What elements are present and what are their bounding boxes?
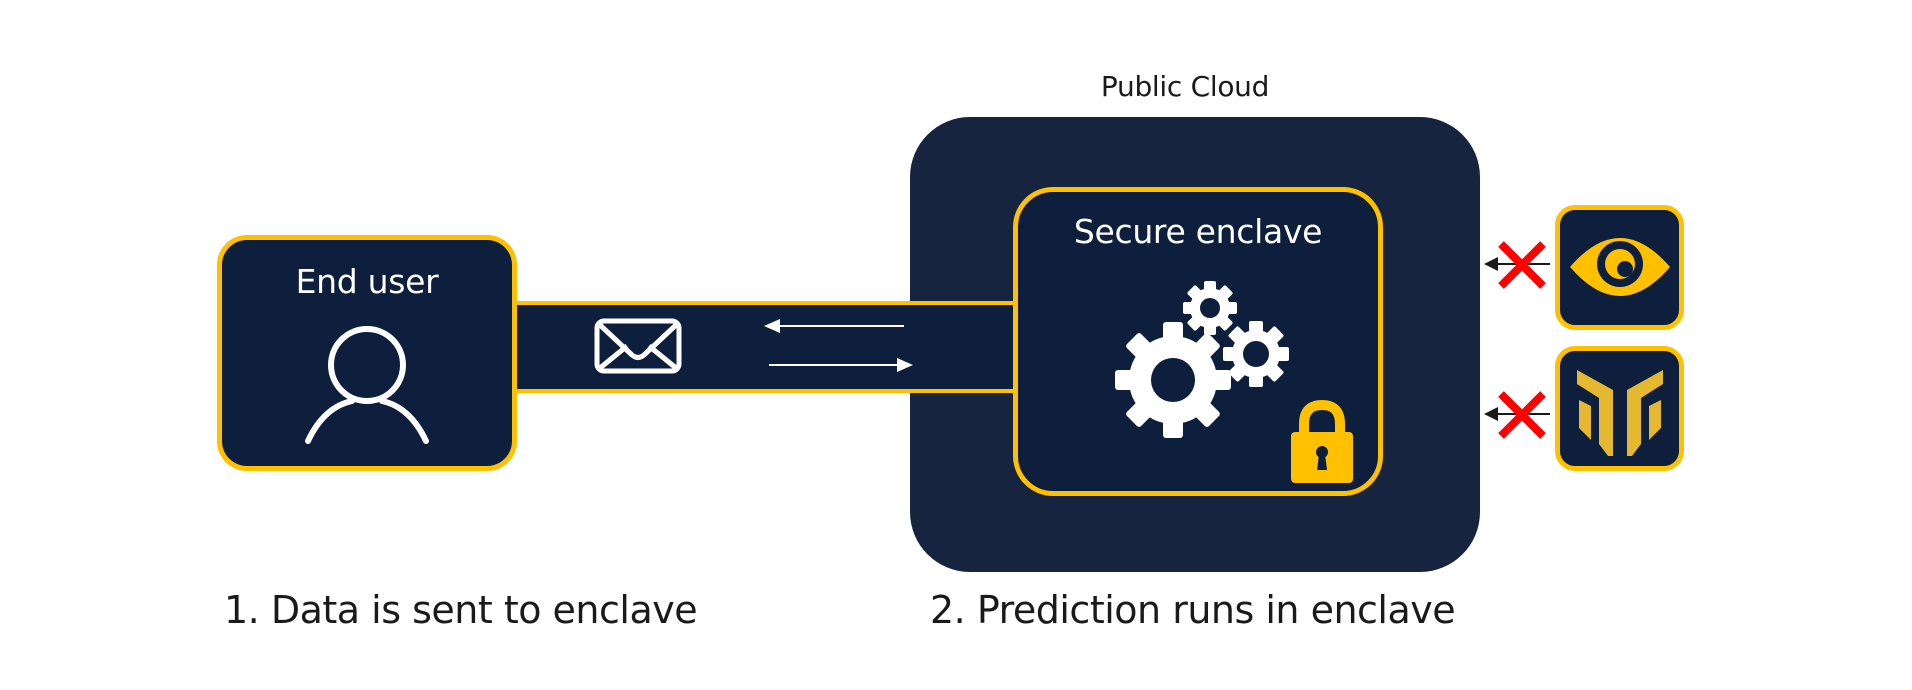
envelope-icon [594,318,682,374]
gear-medium [1223,321,1289,387]
end-user-title: End user [295,262,439,301]
step-2-caption: 2. Prediction runs in enclave [930,588,1456,632]
gear-large [1115,322,1231,438]
arrow-left-icon [764,319,904,333]
padlock-icon [1291,399,1353,483]
secure-enclave-title: Secure enclave [1073,212,1323,251]
blocked-arrow-2 [1484,391,1550,439]
end-user-box [217,235,517,471]
data-channel [514,301,1018,393]
step-1-caption: 1. Data is sent to enclave [224,588,698,632]
gear-small [1183,281,1237,335]
eye-icon [1570,238,1670,296]
blocked-x-icon [1498,391,1546,439]
threat-actor-box [1555,346,1684,471]
arrow-right-icon [769,358,913,372]
blocked-x-icon [1498,241,1546,289]
blocked-arrow-1 [1484,241,1550,289]
public-cloud-label: Public Cloud [1100,70,1270,103]
user-icon [305,326,429,444]
shield-logo-icon [1577,370,1663,456]
gears-icon [1115,281,1289,438]
